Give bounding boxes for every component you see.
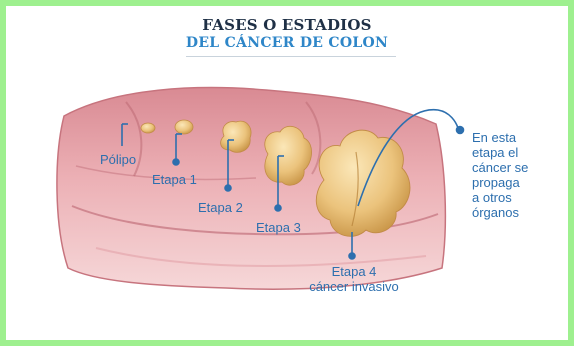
stage-2-pointer-dot xyxy=(225,185,231,191)
label-stage-2: Etapa 2 xyxy=(198,200,243,215)
label-stage-3: Etapa 3 xyxy=(256,220,301,235)
stage-1-growth xyxy=(175,120,193,134)
spread-arrow-dot xyxy=(457,127,464,134)
label-stage-4-line-2: cáncer invasivo xyxy=(302,279,406,294)
label-stage-4-line-1: Etapa 4 xyxy=(302,264,406,279)
label-stage-4: Etapa 4 cáncer invasivo xyxy=(302,264,406,294)
label-polyp: Pólipo xyxy=(100,152,136,167)
stage-1-pointer-dot xyxy=(173,159,179,165)
spread-note: En esta etapa el cáncer se propaga a otr… xyxy=(472,130,572,220)
label-stage-1: Etapa 1 xyxy=(152,172,197,187)
stage-2-growth xyxy=(221,121,251,152)
stage-3-pointer-dot xyxy=(275,205,281,211)
polyp-growth xyxy=(141,123,155,133)
stage-4-pointer-dot xyxy=(349,253,355,259)
